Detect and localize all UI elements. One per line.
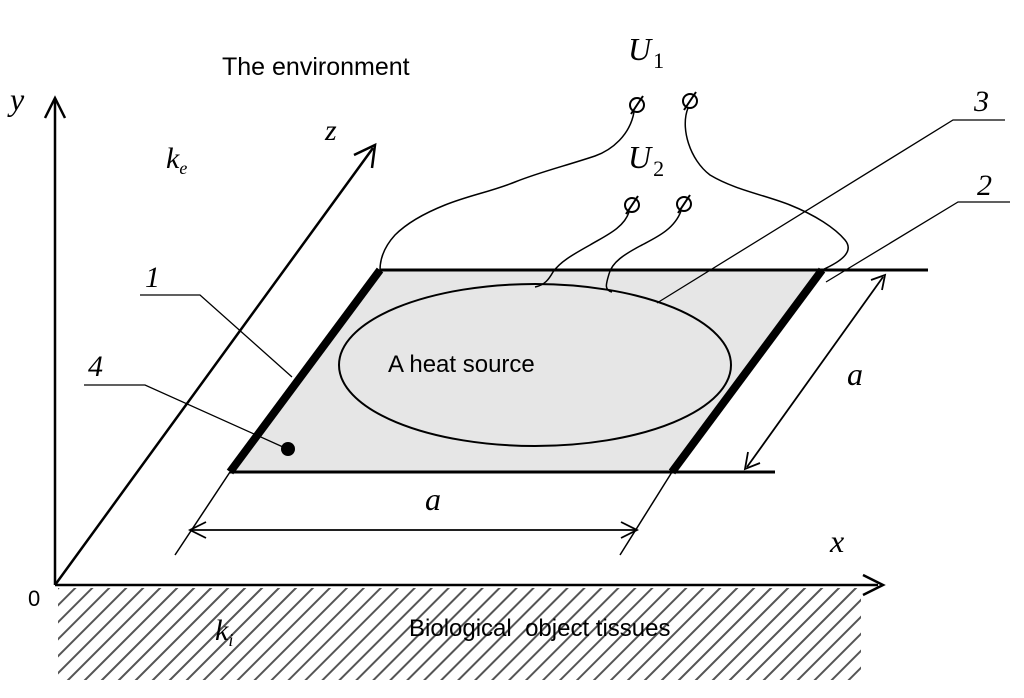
- x-axis-arrowhead: [862, 573, 886, 597]
- dimension-right-label: a: [847, 356, 863, 392]
- u2-label: U2: [628, 139, 664, 181]
- callout-1-label: 1: [145, 261, 160, 294]
- terminal-u1-right: [682, 91, 698, 111]
- heat-source-ellipse: [338, 283, 732, 447]
- terminal-u2-left: [624, 195, 640, 215]
- z-axis-arrowhead: [353, 142, 377, 169]
- axis-x-label: x: [829, 523, 844, 559]
- tissue-hatch-band: [58, 588, 861, 680]
- dimension-right-arrow-top: [870, 273, 887, 291]
- ke-label: ke: [166, 142, 187, 178]
- tissues-label: Biological object tissues: [409, 615, 670, 642]
- y-axis-arrowhead: [43, 95, 67, 119]
- dimension-right: [746, 276, 884, 468]
- terminal-u2-right: [676, 194, 692, 214]
- callout-4-label: 4: [88, 350, 103, 383]
- dimension-bottom-label: a: [425, 481, 441, 517]
- callout-2-label: 2: [977, 169, 992, 202]
- extension-line-left: [174, 471, 231, 556]
- ki-label: ki: [215, 614, 233, 650]
- dimension-right-arrow-bottom: [743, 451, 761, 471]
- wire-u2-to-source-left: [534, 211, 630, 288]
- wire-u1-to-left-electrode: [379, 111, 635, 271]
- electrode-right: [668, 267, 826, 475]
- callout-3-label: 3: [973, 85, 989, 118]
- wire-u2-to-source-right: [605, 210, 682, 293]
- z-axis: [53, 147, 375, 586]
- callout-4-leader: [84, 384, 284, 448]
- heat-source-label: A heat source: [388, 351, 535, 378]
- extension-line-right: [619, 471, 673, 556]
- origin-label: 0: [28, 586, 40, 611]
- dimension-bottom-arrow-right: [620, 521, 640, 539]
- environment-label: The environment: [222, 53, 410, 81]
- u1-label: U1: [628, 31, 664, 73]
- wire-u1-to-right-electrode: [684, 107, 849, 271]
- dimension-bottom-arrow-left: [187, 521, 207, 539]
- measurement-point: [281, 442, 295, 456]
- axis-z-label: z: [324, 114, 337, 147]
- callout-2-leader: [825, 201, 1010, 283]
- callout-1-leader: [140, 294, 293, 378]
- axis-y-label: y: [7, 81, 25, 117]
- terminal-u1-left: [629, 95, 645, 115]
- electrode-left: [226, 267, 384, 475]
- callout-3-leader: [656, 119, 1005, 304]
